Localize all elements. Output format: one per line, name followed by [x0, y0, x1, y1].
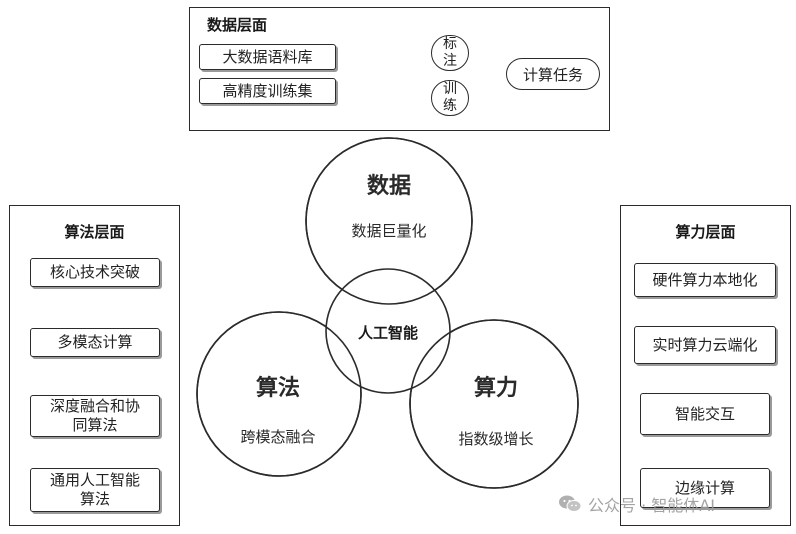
- mark-annotate-text: 标 注: [443, 36, 457, 69]
- venn-data-sub: 数据巨量化: [351, 222, 427, 240]
- data-item-corpus[interactable]: 大数据语料库: [199, 44, 336, 70]
- watermark: 公众号 · 智能体AI: [558, 492, 715, 516]
- watermark-text: 公众号 · 智能体AI: [588, 496, 715, 515]
- data-layer-title: 数据层面: [207, 16, 268, 34]
- venn-circle-center: [325, 268, 451, 394]
- venn-compute-sub: 指数级增长: [458, 430, 534, 448]
- algo-step-agi[interactable]: 通用人工智能 算法: [30, 468, 160, 512]
- data-item-training-set[interactable]: 高精度训练集: [199, 78, 336, 104]
- mark-train-text: 训 练: [443, 81, 457, 114]
- mark-train: 训 练: [431, 80, 469, 116]
- compute-item-edge[interactable]: 边缘计算: [640, 468, 770, 508]
- venn-algorithm-title: 算法: [255, 376, 300, 401]
- mark-annotate: 标 注: [431, 35, 469, 71]
- venn-compute-title: 算力: [473, 376, 518, 401]
- venn-data-title: 数据: [366, 174, 411, 199]
- compute-item-cloud[interactable]: 实时算力云端化: [634, 326, 776, 364]
- target-compute-task[interactable]: 计算任务: [506, 58, 600, 90]
- algorithm-layer-title: 算法层面: [64, 223, 125, 241]
- compute-item-interaction[interactable]: 智能交互: [640, 393, 770, 435]
- venn-algorithm-sub: 跨模态融合: [240, 428, 316, 446]
- venn-center-label: 人工智能: [357, 324, 418, 342]
- compute-layer-title: 算力层面: [675, 223, 736, 241]
- algo-step-core-tech[interactable]: 核心技术突破: [30, 258, 160, 287]
- algo-step-multimodal[interactable]: 多模态计算: [30, 328, 160, 357]
- algo-step-fusion[interactable]: 深度融合和协 同算法: [30, 395, 160, 437]
- wechat-icon: [558, 494, 582, 514]
- compute-item-local[interactable]: 硬件算力本地化: [634, 263, 776, 297]
